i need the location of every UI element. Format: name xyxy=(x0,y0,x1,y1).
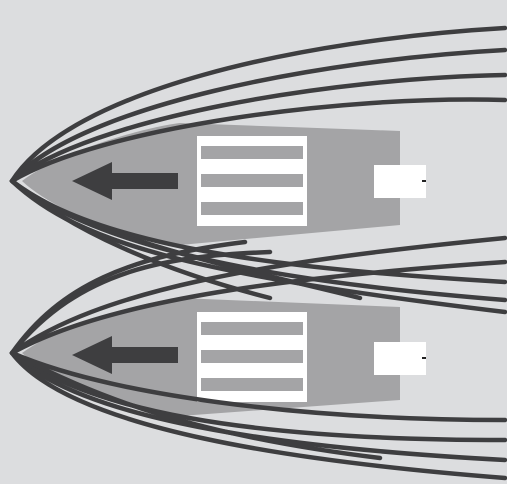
lower-deck-stripe-3 xyxy=(201,378,303,391)
upper-deck-stripe-3 xyxy=(201,202,303,215)
lower-deck-stripe-1 xyxy=(201,322,303,335)
upper-stern-dot xyxy=(422,180,426,182)
lower-stern-dot xyxy=(422,357,426,359)
lower-stern-box xyxy=(374,342,426,375)
upper-deck-stripe-2 xyxy=(201,174,303,187)
upper-deck-stripe-1 xyxy=(201,146,303,159)
lower-deck-stripe-2 xyxy=(201,350,303,363)
upper-stern-box xyxy=(374,165,426,198)
